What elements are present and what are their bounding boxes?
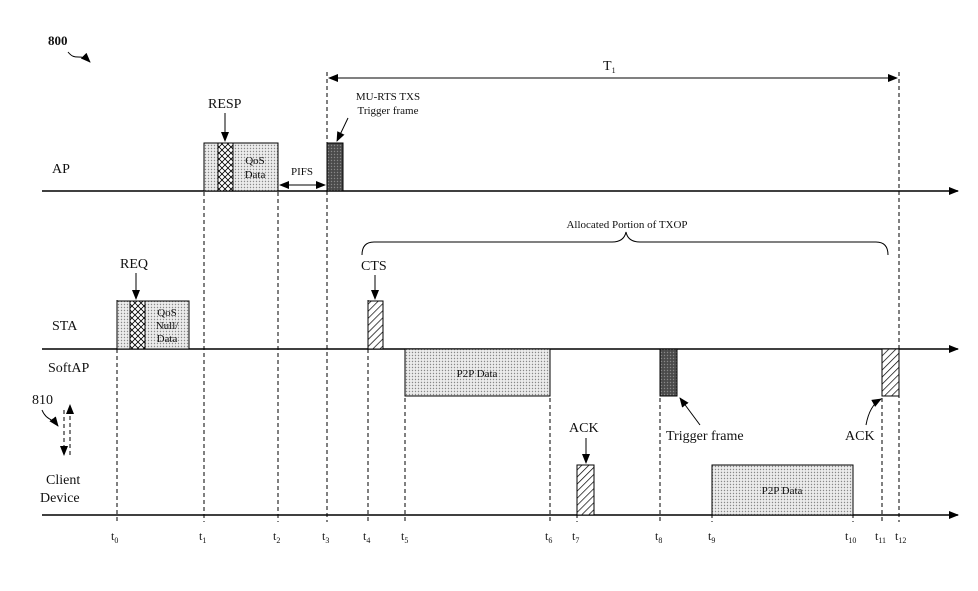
tick-label-t1: t1 xyxy=(199,529,206,545)
row-label-softap: SoftAP xyxy=(48,361,89,376)
figure-number: 800 xyxy=(48,33,68,48)
svg-text:t7: t7 xyxy=(572,529,579,545)
req-label: REQ xyxy=(120,257,148,272)
svg-text:t11: t11 xyxy=(875,529,886,545)
client-p2p-data-label: P2P Data xyxy=(762,485,803,497)
cts-frame xyxy=(367,300,384,350)
cts-label: CTS xyxy=(361,259,387,274)
tick-label-t8: t8 xyxy=(655,529,662,545)
resp-frame-line1: QoS xyxy=(245,155,265,167)
svg-text:t9: t9 xyxy=(708,529,715,545)
tick-label-t12: t12 xyxy=(895,529,906,545)
softap-ack-pointer-arrow xyxy=(865,398,882,426)
row-label-ap: AP xyxy=(52,162,70,177)
tick-label-t2: t2 xyxy=(273,529,280,545)
svg-text:t0: t0 xyxy=(111,529,118,545)
txop-brace xyxy=(361,231,889,256)
mu-rts-trigger-frame xyxy=(326,142,344,192)
softap-p2p-data-label: P2P Data xyxy=(457,368,498,380)
tick-label-t4: t4 xyxy=(363,529,370,545)
tick-label-t11: t11 xyxy=(875,529,886,545)
svg-text:t6: t6 xyxy=(545,529,552,545)
softap-p2p-data-frame xyxy=(404,348,551,397)
svg-text:t8: t8 xyxy=(655,529,662,545)
tick-label-t3: t3 xyxy=(322,529,329,545)
req-frame: QoS Null/ Data xyxy=(116,300,190,350)
mechanism-ref-arrow xyxy=(41,409,59,427)
svg-text:t3: t3 xyxy=(322,529,329,545)
req-frame-line3: Data xyxy=(157,333,178,345)
req-frame-line1: QoS xyxy=(157,307,177,319)
tick-label-t7: t7 xyxy=(572,529,579,545)
svg-text:t12: t12 xyxy=(895,529,906,545)
tick-label-t9: t9 xyxy=(708,529,715,545)
client-p2p-data-frame xyxy=(711,464,854,516)
tick-label-t0: t0 xyxy=(111,529,118,545)
svg-text:t4: t4 xyxy=(363,529,370,545)
resp-frame-line2: Data xyxy=(245,169,266,181)
trigger-frame-label: Trigger frame xyxy=(666,429,744,444)
figure-pointer-arrow xyxy=(67,51,91,63)
softap-ack-label: ACK xyxy=(845,429,875,444)
svg-text:t1: t1 xyxy=(199,529,206,545)
svg-text:t5: t5 xyxy=(401,529,408,545)
client-ack-frame xyxy=(576,464,595,516)
tick-label-t5: t5 xyxy=(401,529,408,545)
svg-text:T1: T1 xyxy=(603,59,616,75)
mechanism-ref-label: 810 xyxy=(32,393,53,408)
softap-trigger-frame xyxy=(659,348,678,397)
pifs-label: PIFS xyxy=(291,166,313,178)
trigger-frame-pointer-arrow xyxy=(679,397,701,426)
resp-label: RESP xyxy=(208,97,242,112)
svg-text:t2: t2 xyxy=(273,529,280,545)
mu-rts-label-line1: MU-RTS TXS xyxy=(356,91,420,103)
softap-ack-frame xyxy=(881,348,900,397)
tick-label-t10: t10 xyxy=(845,529,856,545)
mu-rts-pointer-arrow xyxy=(336,117,349,142)
row-label-client-line1: Client xyxy=(46,473,80,488)
resp-frame: QoS Data xyxy=(203,142,279,192)
t1-span-label: T1 xyxy=(603,59,616,75)
client-ack-label: ACK xyxy=(569,421,599,436)
row-label-client-line2: Device xyxy=(40,491,80,506)
row-label-sta: STA xyxy=(52,319,78,334)
svg-text:t10: t10 xyxy=(845,529,856,545)
mu-rts-label-line2: Trigger frame xyxy=(358,105,419,117)
tick-label-t6: t6 xyxy=(545,529,552,545)
allocated-txop-label: Allocated Portion of TXOP xyxy=(566,219,687,231)
req-frame-line2: Null/ xyxy=(156,320,180,332)
